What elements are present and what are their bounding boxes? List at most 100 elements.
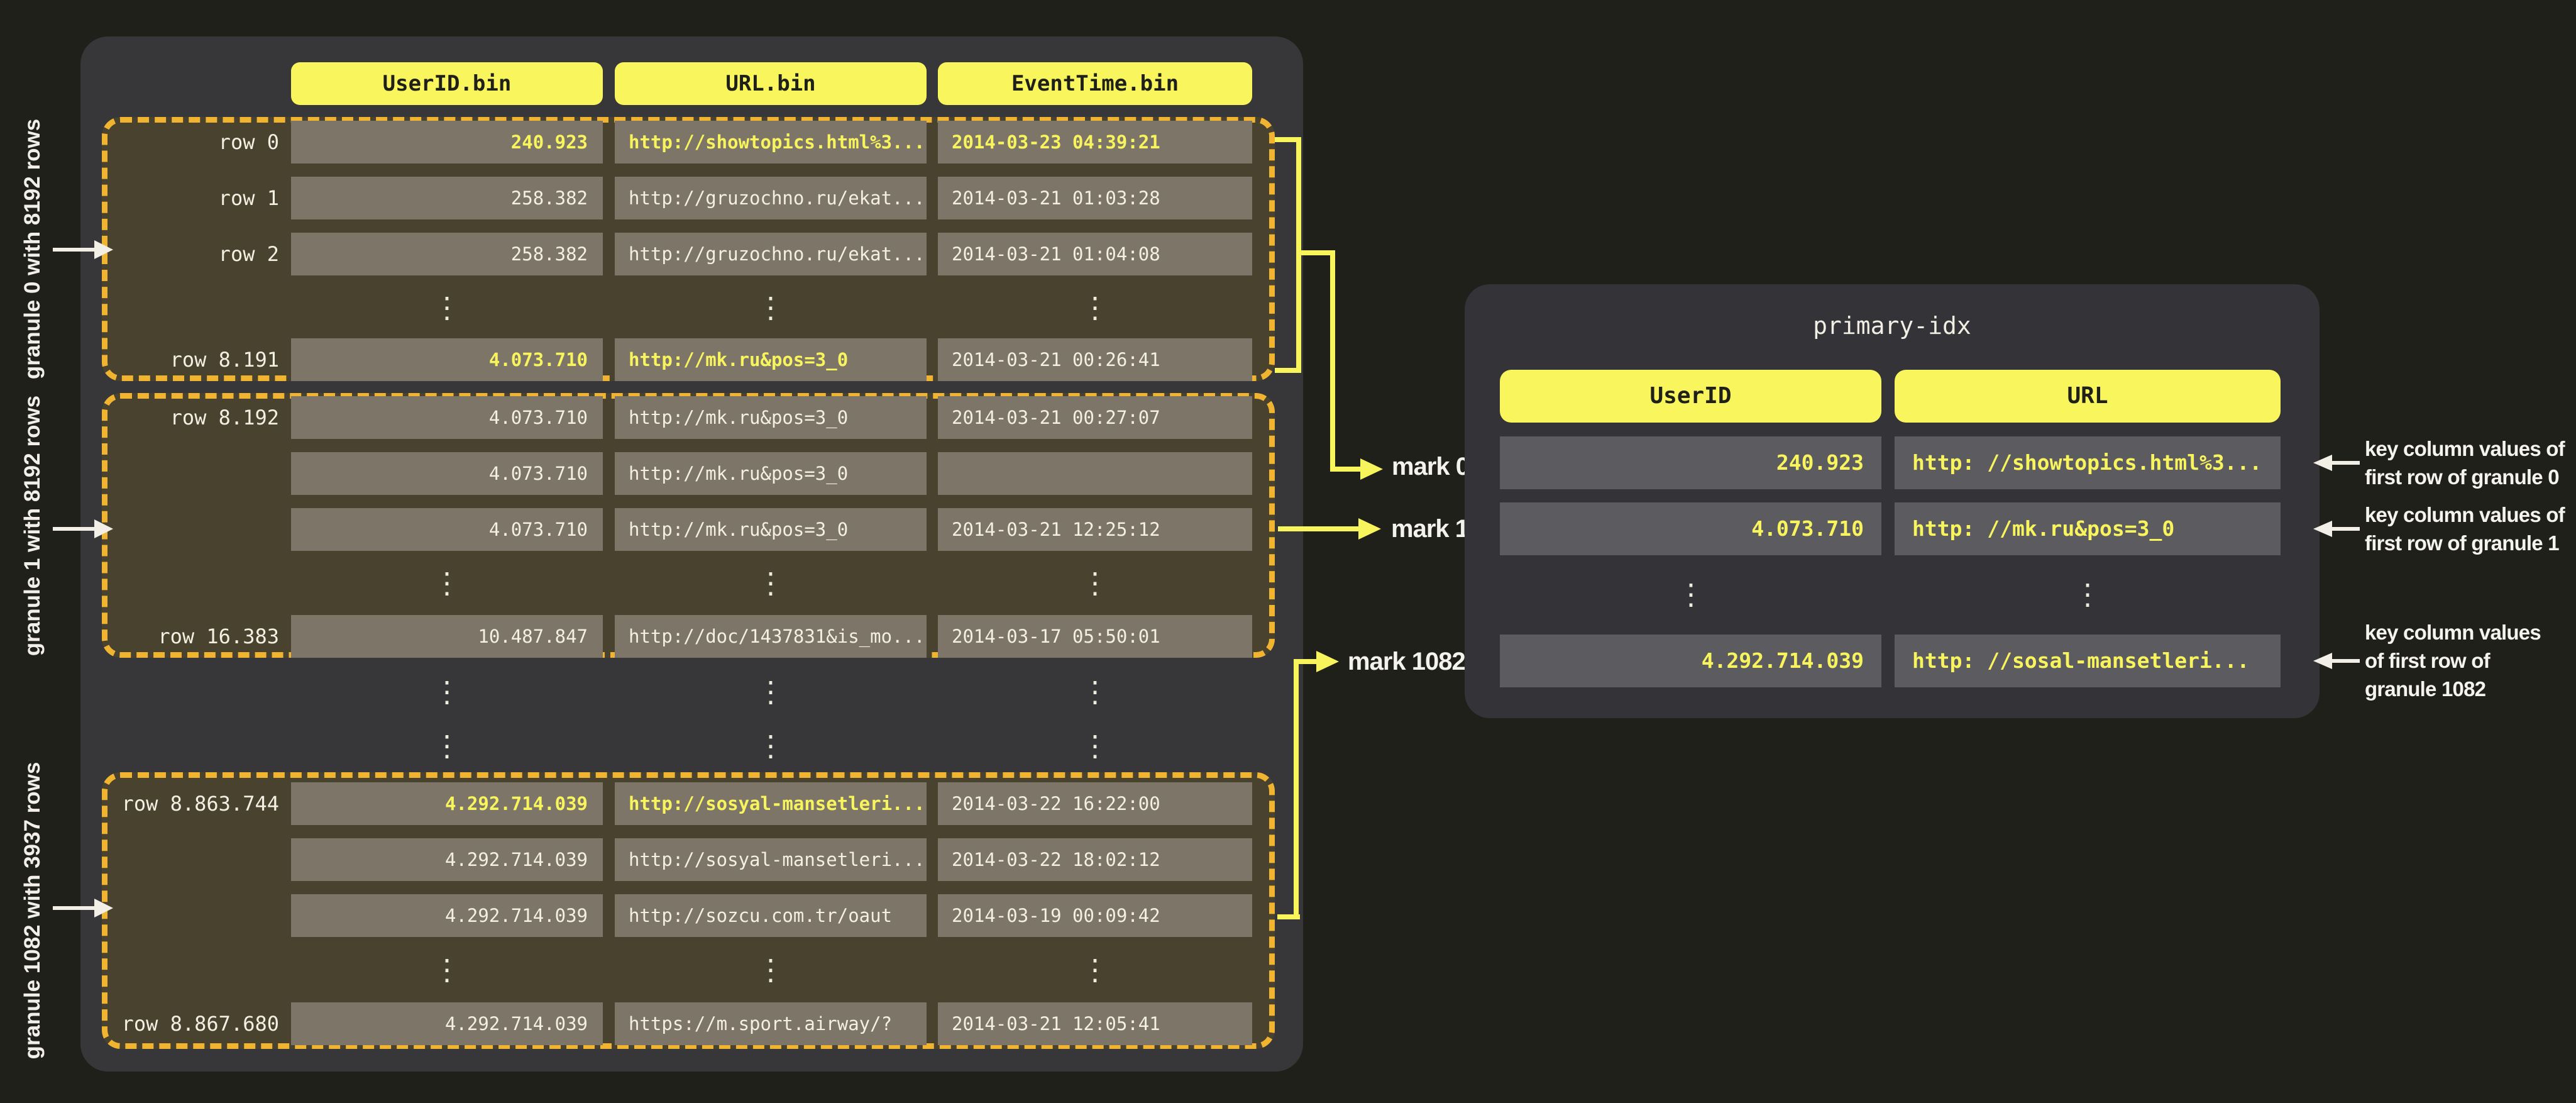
arrow-right-icon <box>1316 651 1339 672</box>
connector-line <box>53 248 94 252</box>
cell-eventtime: 2014-03-23 04:39:21 <box>938 121 1252 164</box>
index-cell-userid: 240.923 <box>1500 436 1881 489</box>
index-cell-url: http: //mk.ru&pos=3_0 <box>1895 502 2281 555</box>
arrow-right-icon <box>94 240 113 259</box>
row-label: row 2 <box>218 242 279 266</box>
cell-url: http://sozcu.com.tr/oaut <box>615 894 927 937</box>
vertical-ellipsis: ⋮ <box>1081 291 1109 324</box>
connector-line <box>2332 461 2360 465</box>
connector-line <box>1275 137 1301 142</box>
index-cell-userid: 4.292.714.039 <box>1500 635 1881 687</box>
cell-url: http://doc/1437831&is_mo... <box>615 615 927 658</box>
vertical-ellipsis: ⋮ <box>1081 953 1109 987</box>
cell-userid: 4.292.714.039 <box>291 1002 603 1045</box>
index-header-userid: UserID <box>1500 370 1881 423</box>
cell-eventtime: 2014-03-21 01:03:28 <box>938 177 1252 219</box>
cell-userid: 240.923 <box>291 121 603 164</box>
connector-line <box>53 906 94 910</box>
annotation-line: of first row of <box>2365 649 2491 672</box>
index-cell-url: http: //sosal-mansetleri... <box>1895 635 2281 687</box>
annotation-line: granule 1082 <box>2365 677 2486 701</box>
cell-url: http://gruzochno.ru/ekat... <box>615 233 927 275</box>
primary-index-title: primary-idx <box>1813 312 1971 340</box>
arrow-right-icon <box>1360 458 1383 480</box>
connector-line <box>1277 914 1300 919</box>
vertical-ellipsis: ⋮ <box>756 291 785 324</box>
row-label: row 8.867.680 <box>121 1012 279 1036</box>
column-file-header-url: URL.bin <box>615 62 927 105</box>
arrow-left-icon <box>2313 455 2332 471</box>
arrow-left-icon <box>2313 521 2332 537</box>
index-header-url: URL <box>1895 370 2281 423</box>
annotation-line: key column values of <box>2365 437 2565 460</box>
annotation-granule-0: key column values of first row of granul… <box>2365 435 2565 491</box>
arrow-right-icon <box>1358 518 1381 540</box>
cell-url: http://sosyal-mansetleri... <box>615 782 927 825</box>
cell-url: http://mk.ru&pos=3_0 <box>615 452 927 495</box>
column-file-header-eventtime: EventTime.bin <box>938 62 1252 105</box>
connector-line <box>2332 659 2360 663</box>
vertical-ellipsis: ⋮ <box>432 566 461 600</box>
granule-1-side-label: granule 1 with 8192 rows <box>20 395 45 657</box>
cell-url: http://sosyal-mansetleri... <box>615 838 927 881</box>
cell-userid: 4.073.710 <box>291 338 603 381</box>
cell-eventtime: 2014-03-17 05:50:01 <box>938 615 1252 658</box>
vertical-ellipsis: ⋮ <box>2073 577 2102 611</box>
vertical-ellipsis: ⋮ <box>432 675 461 709</box>
cell-userid: 4.292.714.039 <box>291 782 603 825</box>
cell-userid: 4.073.710 <box>291 508 603 551</box>
cell-eventtime: 2014-03-19 00:09:42 <box>938 894 1252 937</box>
cell-url: http://gruzochno.ru/ekat... <box>615 177 927 219</box>
cell-userid: 258.382 <box>291 233 603 275</box>
cell-userid: 4.073.710 <box>291 396 603 439</box>
cell-url: http://mk.ru&pos=3_0 <box>615 338 927 381</box>
annotation-line: key column values <box>2365 621 2541 644</box>
annotation-granule-1082: key column values of first row of granul… <box>2365 618 2541 703</box>
vertical-ellipsis: ⋮ <box>756 953 785 987</box>
cell-userid: 4.292.714.039 <box>291 838 603 881</box>
annotation-line: first row of granule 1 <box>2365 531 2560 555</box>
row-label: row 8.192 <box>170 406 279 430</box>
vertical-ellipsis: ⋮ <box>1081 729 1109 763</box>
vertical-ellipsis: ⋮ <box>432 953 461 987</box>
row-label: row 8.863.744 <box>121 792 279 816</box>
connector-line <box>1294 659 1299 919</box>
cell-eventtime: 2014-03-22 18:02:12 <box>938 838 1252 881</box>
cell-userid: 10.487.847 <box>291 615 603 658</box>
vertical-ellipsis: ⋮ <box>756 566 785 600</box>
row-label: row 8.191 <box>170 348 279 372</box>
vertical-ellipsis: ⋮ <box>756 675 785 709</box>
cell-url: http://showtopics.html%3... <box>615 121 927 164</box>
cell-userid: 4.073.710 <box>291 452 603 495</box>
index-cell-url: http: //showtopics.html%3... <box>1895 436 2281 489</box>
connector-line <box>1330 467 1360 472</box>
connector-line <box>1275 368 1301 373</box>
cell-eventtime: 2014-03-21 00:26:41 <box>938 338 1252 381</box>
arrow-left-icon <box>2313 653 2332 669</box>
cell-eventtime <box>938 452 1252 495</box>
vertical-ellipsis: ⋮ <box>432 291 461 324</box>
mark-1082-label: mark 1082 <box>1348 648 1466 675</box>
cell-userid: 4.292.714.039 <box>291 894 603 937</box>
cell-url: https://m.sport.airway/? <box>615 1002 927 1045</box>
connector-line <box>1278 526 1358 531</box>
cell-userid: 258.382 <box>291 177 603 219</box>
index-cell-userid: 4.073.710 <box>1500 502 1881 555</box>
annotation-granule-1: key column values of first row of granul… <box>2365 501 2565 557</box>
annotation-line: first row of granule 0 <box>2365 465 2560 489</box>
cell-eventtime: 2014-03-21 01:04:08 <box>938 233 1252 275</box>
arrow-right-icon <box>94 899 113 917</box>
cell-eventtime: 2014-03-21 12:05:41 <box>938 1002 1252 1045</box>
vertical-ellipsis: ⋮ <box>1676 577 1705 611</box>
row-label: row 0 <box>218 130 279 154</box>
connector-line <box>53 527 94 531</box>
cell-eventtime: 2014-03-21 00:27:07 <box>938 396 1252 439</box>
vertical-ellipsis: ⋮ <box>1081 675 1109 709</box>
mark-1-label: mark 1 <box>1391 515 1469 543</box>
granule-1082-side-label: granule 1082 with 3937 rows <box>20 762 45 1060</box>
cell-eventtime: 2014-03-22 16:22:00 <box>938 782 1252 825</box>
vertical-ellipsis: ⋮ <box>756 729 785 763</box>
column-file-header-userid: UserID.bin <box>291 62 603 105</box>
vertical-ellipsis: ⋮ <box>432 729 461 763</box>
